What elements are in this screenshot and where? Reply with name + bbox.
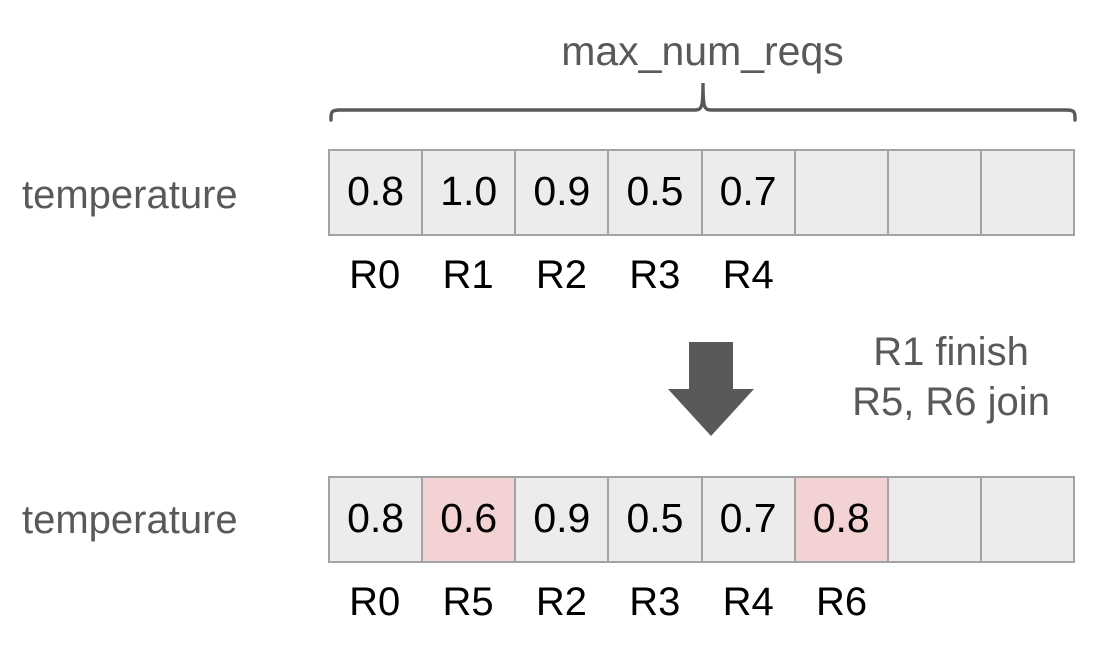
request-id-label: R6 <box>815 580 868 624</box>
request-id-label: R4 <box>722 253 774 297</box>
request-id-label-empty <box>982 252 1075 298</box>
transition-note-line-1: R1 finish <box>873 330 1029 374</box>
array-cell[interactable]: 0.7 <box>702 151 796 234</box>
array-cell[interactable]: 0.5 <box>609 151 703 234</box>
row-label-temperature-before: temperature <box>22 173 238 217</box>
array-cell[interactable]: 0.8 <box>330 478 424 561</box>
request-id-row-after: R0 R5 R2 R3 R4 R6 <box>328 579 1075 625</box>
request-id-label: R3 <box>629 580 681 624</box>
bracket-label-text: max_num_reqs <box>561 28 844 74</box>
array-cell[interactable]: 0.5 <box>609 478 703 561</box>
request-id-label-empty <box>888 579 981 625</box>
bracket-label: max_num_reqs <box>330 28 1075 74</box>
array-cell[interactable]: 0.7 <box>702 478 796 561</box>
request-id-label: R3 <box>629 253 681 297</box>
array-cell[interactable]: 1.0 <box>423 151 517 234</box>
request-id-label: R0 <box>349 580 401 624</box>
request-id-label-empty <box>795 252 888 298</box>
array-cell[interactable]: 0.9 <box>516 151 610 234</box>
request-id-label-empty <box>888 252 981 298</box>
array-cell-highlighted[interactable]: 0.8 <box>795 478 889 561</box>
request-id-label: R2 <box>535 580 587 624</box>
request-id-row-before: R0 R1 R2 R3 R4 <box>328 252 1075 298</box>
request-id-label: R5 <box>442 580 494 624</box>
array-cell-empty[interactable] <box>888 151 982 234</box>
curly-brace-top-icon <box>329 82 1077 122</box>
temperature-array-before: 0.8 1.0 0.9 0.5 0.7 <box>328 149 1075 236</box>
request-id-label-empty <box>982 579 1075 625</box>
array-cell-empty[interactable] <box>981 151 1073 234</box>
array-cell-empty[interactable] <box>888 478 982 561</box>
array-cell-empty[interactable] <box>795 151 889 234</box>
transition-note: R1 finish R5, R6 join <box>806 327 1096 427</box>
request-id-label: R1 <box>442 253 494 297</box>
array-cell[interactable]: 0.9 <box>516 478 610 561</box>
request-id-label: R0 <box>349 253 401 297</box>
temperature-array-after: 0.8 0.6 0.9 0.5 0.7 0.8 <box>328 476 1075 563</box>
array-cell[interactable]: 0.8 <box>330 151 424 234</box>
row-label-temperature-after: temperature <box>22 498 238 542</box>
transition-note-line-2: R5, R6 join <box>852 380 1050 424</box>
array-cell-empty[interactable] <box>981 478 1073 561</box>
down-arrow-icon <box>668 342 754 436</box>
request-id-label: R4 <box>722 580 774 624</box>
request-id-label: R2 <box>535 253 587 297</box>
array-cell-highlighted[interactable]: 0.6 <box>423 478 517 561</box>
